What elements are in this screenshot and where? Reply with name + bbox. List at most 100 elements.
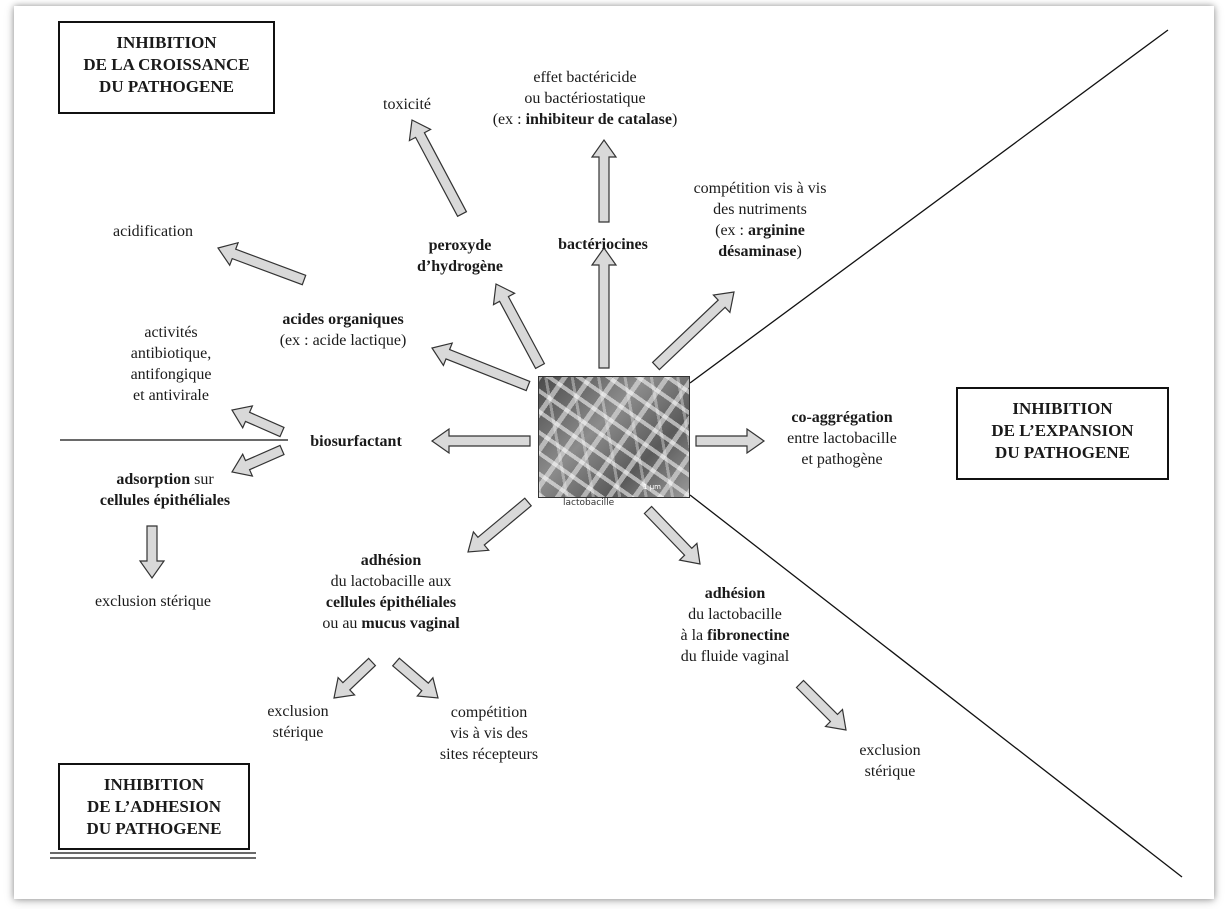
arrow-to-exclusion-left <box>138 525 166 580</box>
text-line: co-aggrégation <box>791 409 893 426</box>
text-line: d’hydrogène <box>417 258 503 275</box>
text-line: adhésion <box>360 552 422 569</box>
label-biosurfactant: biosurfactant <box>310 433 402 450</box>
text-part: (ex : <box>492 111 526 128</box>
text-part: fibronectine <box>707 627 790 644</box>
text-part: désaminase <box>718 243 797 260</box>
text-part: mucus vaginal <box>361 615 460 632</box>
label-adhesion-center: adhésion du lactobacille aux cellules ép… <box>286 550 496 634</box>
label-coaggregation: co-aggrégation entre lactobacille et pat… <box>762 407 922 470</box>
text-line: stérique <box>272 724 324 741</box>
text-line: adhésion <box>704 585 766 602</box>
arrow-to-adhesion-right <box>643 505 701 565</box>
text-line: à la fibronectine <box>640 625 830 646</box>
arrow-to-peroxyde <box>492 283 546 370</box>
text-part: (ex : <box>715 222 748 239</box>
text-line: (ex : acide lactique) <box>279 332 407 349</box>
text-line: cellules épithéliales <box>99 492 231 509</box>
text-line: vis à vis des <box>450 725 528 742</box>
text-line: désaminase) <box>665 241 855 262</box>
label-adhesion-right: adhésion du lactobacille à la fibronecti… <box>640 583 830 667</box>
text-line: ou au mucus vaginal <box>286 613 496 634</box>
box-line: DU PATHOGENE <box>86 819 222 838</box>
text-line: exclusion <box>267 703 329 720</box>
arrow-to-biosurfactant <box>430 427 531 455</box>
label-toxicite: toxicité <box>383 96 431 113</box>
text-line: exclusion <box>859 742 921 759</box>
label-competition-sites: compétition vis à vis des sites récepteu… <box>414 702 564 765</box>
label-competition-nutriments: compétition vis à vis des nutriments (ex… <box>665 178 855 262</box>
label-acides-organiques: acides organiques (ex : acide lactique) <box>248 309 438 351</box>
box-line: DU PATHOGENE <box>995 443 1130 462</box>
arrow-to-adsorption <box>231 444 285 477</box>
arrow-to-competition-sites <box>391 657 439 699</box>
box-line: INHIBITION <box>116 33 217 52</box>
text-part: arginine <box>747 222 805 239</box>
divider-line-upper-right <box>689 29 1169 384</box>
text-line: stérique <box>864 763 916 780</box>
arrow-to-toxicite <box>408 119 468 218</box>
box-inhibition-expansion: INHIBITION DE L’EXPANSION DU PATHOGENE <box>956 387 1169 480</box>
text-line: compétition <box>450 704 528 721</box>
box-line: INHIBITION <box>103 775 205 794</box>
box-line: DE L’EXPANSION <box>991 421 1134 440</box>
text-line: peroxyde <box>428 237 492 254</box>
text-line: du lactobacille aux <box>330 573 452 590</box>
text-line: sites récepteurs <box>439 746 539 763</box>
box-line: INHIBITION <box>1012 399 1113 418</box>
text-line: adsorption sur <box>65 469 265 490</box>
label-bactericide: effet bactéricide ou bactériostatique (e… <box>440 67 730 130</box>
label-acidification: acidification <box>113 223 193 240</box>
text-line: effet bactéricide <box>533 69 637 86</box>
arrow-to-activites <box>231 405 285 438</box>
box-line: DE LA CROISSANCE <box>83 55 250 74</box>
text-line: acides organiques <box>282 311 404 328</box>
text-part: adsorption <box>116 471 191 488</box>
label-adsorption: adsorption sur cellules épithéliales <box>65 469 265 511</box>
text-part: ou au <box>322 615 362 632</box>
label-activites: activités antibiotique, antifongique et … <box>96 322 246 406</box>
label-exclusion-sterique-right: exclusion stérique <box>840 740 940 782</box>
box-inhibition-adhesion: INHIBITION DE L’ADHESION DU PATHOGENE <box>58 763 250 850</box>
text-line: et antivirale <box>133 387 209 404</box>
text-line: des nutriments <box>713 201 807 218</box>
text-line: du lactobacille <box>688 606 782 623</box>
text-part: sur <box>190 471 214 488</box>
text-part: ) <box>796 243 802 260</box>
divider-line-lower-right <box>689 494 1183 878</box>
text-line: cellules épithéliales <box>325 594 457 611</box>
text-line: ou bactériostatique <box>524 90 646 107</box>
arrow-to-adhesion-center <box>467 497 533 553</box>
text-part: ) <box>671 111 678 128</box>
arrow-to-bacteriocines <box>590 246 618 369</box>
box-line: DE L’ADHESION <box>87 797 221 816</box>
arrow-to-acides-organiques <box>431 342 531 392</box>
label-peroxyde: peroxyde d’hydrogène <box>400 235 520 277</box>
label-bacteriocines: bactériocines <box>558 236 648 253</box>
text-line: entre lactobacille <box>787 430 897 447</box>
text-line: compétition vis à vis <box>693 180 827 197</box>
arrow-to-bactericide <box>590 138 618 223</box>
text-part: à la <box>680 627 708 644</box>
arrow-to-competition-nutriments <box>651 291 735 371</box>
arrow-to-acidification <box>217 241 307 286</box>
label-exclusion-sterique-mid: exclusion stérique <box>248 701 348 743</box>
label-exclusion-sterique-left: exclusion stérique <box>95 593 211 610</box>
arrow-to-exclusion-mid <box>333 657 377 699</box>
text-line: (ex : inhibiteur de catalase) <box>440 109 730 130</box>
text-line: antibiotique, <box>130 345 212 362</box>
arrow-to-coaggregation <box>695 427 766 455</box>
text-line: (ex : arginine <box>665 220 855 241</box>
box-line: DU PATHOGENE <box>99 77 234 96</box>
arrow-to-exclusion-right <box>795 679 847 731</box>
text-line: du fluide vaginal <box>680 648 790 665</box>
box-inhibition-croissance: INHIBITION DE LA CROISSANCE DU PATHOGENE <box>58 21 275 114</box>
scale-label: 1 µm <box>643 483 661 491</box>
micrograph-caption: lactobacille <box>563 498 615 508</box>
lactobacillus-micrograph-image: 1 µm <box>538 376 690 498</box>
text-line: activités <box>144 324 198 341</box>
text-part: inhibiteur de catalase <box>525 111 672 128</box>
text-line: et pathogène <box>801 451 883 468</box>
